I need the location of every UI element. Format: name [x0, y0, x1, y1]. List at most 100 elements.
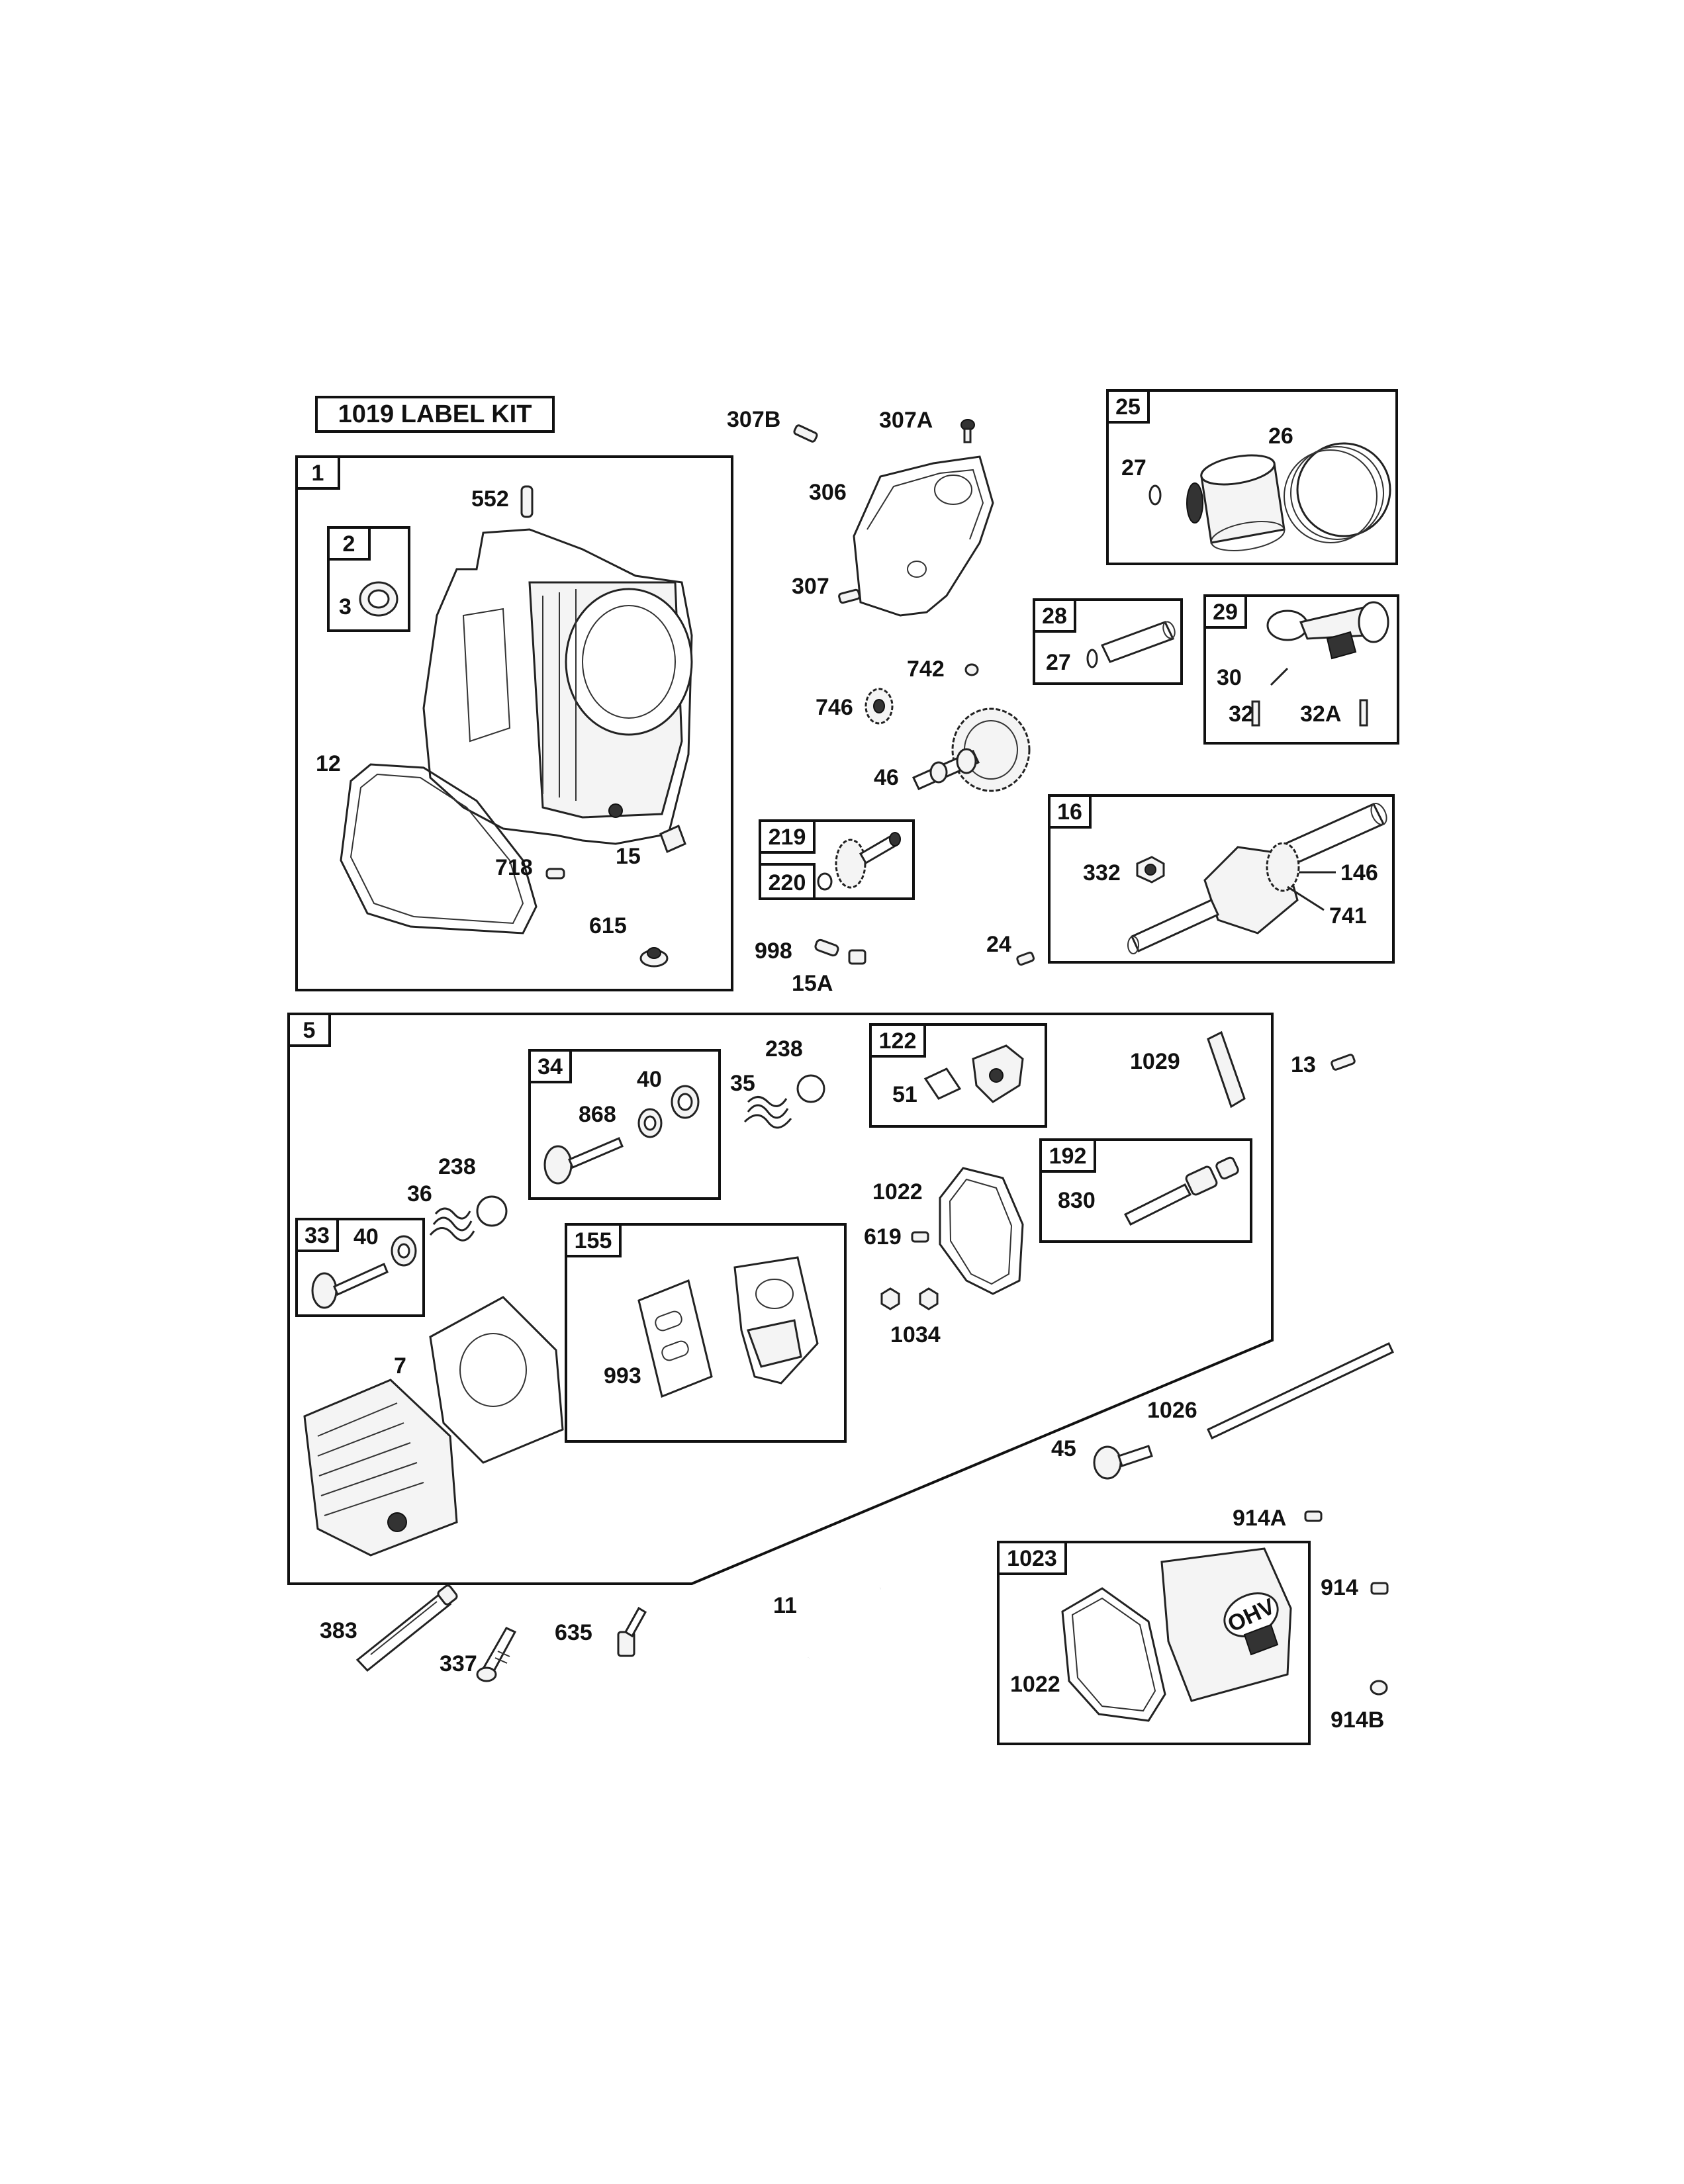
- cap-238b-part[interactable]: [476, 1195, 508, 1227]
- callout-36: 36: [407, 1181, 432, 1206]
- callout-51: 51: [892, 1082, 917, 1107]
- group-1023-rocker-cover[interactable]: 1023 1022 OHV: [997, 1541, 1311, 1745]
- screw-307-part[interactable]: [838, 588, 861, 604]
- screw-914-part[interactable]: [1370, 1582, 1389, 1595]
- clip-27-part[interactable]: [1148, 484, 1162, 506]
- wrist-pin-part[interactable]: [1100, 621, 1175, 663]
- part-742[interactable]: [964, 663, 979, 676]
- group-192-tag: 192: [1049, 1144, 1087, 1169]
- group-2-tag: 2: [343, 531, 355, 557]
- connecting-rod-part[interactable]: [1266, 601, 1389, 660]
- camshaft-part[interactable]: [912, 707, 1031, 792]
- callout-46: 46: [874, 765, 899, 790]
- part-619[interactable]: [911, 1231, 929, 1243]
- cylinder-head-part[interactable]: [303, 1379, 458, 1557]
- valve-spring-36-part[interactable]: [429, 1207, 475, 1242]
- cover-gasket-1022-part[interactable]: [1061, 1587, 1166, 1722]
- group-16-crankshaft[interactable]: 16 332 146 741: [1048, 794, 1395, 964]
- callout-307: 307: [792, 574, 829, 599]
- rocker-cover-part[interactable]: OHV: [1160, 1547, 1292, 1702]
- callout-238b: 238: [438, 1154, 476, 1179]
- group-25-piston[interactable]: 25 27 26: [1106, 389, 1398, 565]
- bolt-32A-part[interactable]: [1359, 699, 1368, 727]
- spark-plug-383-part[interactable]: [355, 1584, 458, 1672]
- nut-1034b-part[interactable]: [919, 1287, 939, 1310]
- washer-220-part[interactable]: [817, 872, 833, 891]
- group-1-tag: 1: [312, 461, 324, 486]
- callout-741: 741: [1329, 903, 1367, 929]
- group-1-crankcase[interactable]: 1 2 3 552 12 718 15: [295, 455, 733, 991]
- callout-552: 552: [471, 486, 509, 512]
- group-34-box: [528, 1049, 721, 1200]
- group-219-governor[interactable]: 219 220: [759, 819, 915, 900]
- crankcase-part[interactable]: [422, 528, 693, 845]
- screw-13-part[interactable]: [1331, 1054, 1356, 1071]
- group-192-box: [1039, 1138, 1252, 1243]
- valve-seal-868-part[interactable]: [637, 1108, 663, 1138]
- part-998[interactable]: [814, 938, 839, 957]
- retainer-40-part[interactable]: [671, 1085, 700, 1119]
- group-155-box: [565, 1223, 847, 1443]
- spark-plug-337-part[interactable]: [476, 1627, 517, 1682]
- label-kit-group[interactable]: 1019 LABEL KIT: [315, 396, 555, 433]
- callout-13: 13: [1291, 1052, 1316, 1077]
- callout-742: 742: [907, 657, 945, 682]
- callout-383: 383: [320, 1618, 357, 1643]
- part-24[interactable]: [1016, 951, 1035, 966]
- gasket-part[interactable]: [340, 763, 538, 934]
- head-gasket-7-part[interactable]: [429, 1296, 564, 1464]
- dowel-pin-part[interactable]: [520, 485, 534, 518]
- callout-306: 306: [809, 480, 847, 505]
- bolt-32-part[interactable]: [1251, 700, 1260, 727]
- seal-15-part[interactable]: [659, 824, 686, 854]
- clip-27b-part[interactable]: [1086, 649, 1098, 668]
- gear-746-part[interactable]: [865, 688, 894, 725]
- nut-332-part[interactable]: [1136, 856, 1165, 884]
- screw-914B-part[interactable]: [1370, 1680, 1388, 1696]
- retainer-40b-part[interactable]: [391, 1235, 417, 1267]
- governor-gear-part[interactable]: [835, 832, 901, 889]
- part-45[interactable]: [1093, 1445, 1153, 1480]
- group-1023-tag: 1023: [1007, 1546, 1057, 1571]
- callout-718: 718: [495, 855, 533, 880]
- cap-238a-part[interactable]: [796, 1074, 825, 1103]
- dipper-30-part[interactable]: [1270, 667, 1289, 686]
- intake-valve-part[interactable]: [311, 1262, 389, 1309]
- group-5-cylinder-head[interactable]: 5 34 40 868 35 238 122 51: [287, 1013, 1274, 1585]
- group-25-tag: 25: [1115, 394, 1141, 420]
- group-29-connecting-rod[interactable]: 29 30 32 32A: [1203, 594, 1399, 745]
- callout-40b: 40: [353, 1224, 379, 1250]
- callout-24: 24: [986, 932, 1011, 957]
- screw-307A-part[interactable]: [960, 419, 975, 443]
- callout-332: 332: [1083, 860, 1121, 886]
- gasket-set-155-part[interactable]: [637, 1256, 819, 1398]
- right-misc-parts: 13 1026 45 914A 914 914B: [1051, 1052, 1394, 1733]
- group-122-box: [869, 1023, 1047, 1128]
- group-28-tag: 28: [1042, 604, 1067, 629]
- rocker-arm-part[interactable]: [972, 1044, 1024, 1103]
- part-1029[interactable]: [1207, 1030, 1246, 1109]
- screw-914A-part[interactable]: [1304, 1510, 1323, 1522]
- pin-718-part[interactable]: [545, 868, 565, 880]
- group-122-tag: 122: [879, 1028, 917, 1054]
- nut-1034a-part[interactable]: [880, 1287, 900, 1310]
- piston-part[interactable]: [1186, 451, 1287, 556]
- group-28-wrist-pin[interactable]: 28 27: [1033, 598, 1183, 685]
- group-33-tag: 33: [304, 1223, 330, 1248]
- valve-spring-35-part[interactable]: [743, 1096, 792, 1129]
- push-rod-1026-part[interactable]: [1207, 1342, 1394, 1440]
- breather-cover-part[interactable]: [853, 455, 994, 617]
- rocker-stud-830-part[interactable]: [1123, 1156, 1239, 1226]
- gasket-51-part[interactable]: [923, 1068, 962, 1100]
- callout-45: 45: [1051, 1436, 1076, 1461]
- rocker-cover-gasket-part[interactable]: [939, 1167, 1024, 1295]
- group-5-tag: 5: [303, 1018, 316, 1043]
- group-219-tag: 219: [769, 825, 806, 850]
- exhaust-valve-part[interactable]: [543, 1137, 624, 1185]
- part-635[interactable]: [617, 1606, 647, 1657]
- callout-15A: 15A: [792, 971, 833, 996]
- part-15A[interactable]: [848, 949, 866, 965]
- piston-rings-part[interactable]: [1284, 442, 1391, 543]
- crankshaft-part[interactable]: [1127, 801, 1389, 954]
